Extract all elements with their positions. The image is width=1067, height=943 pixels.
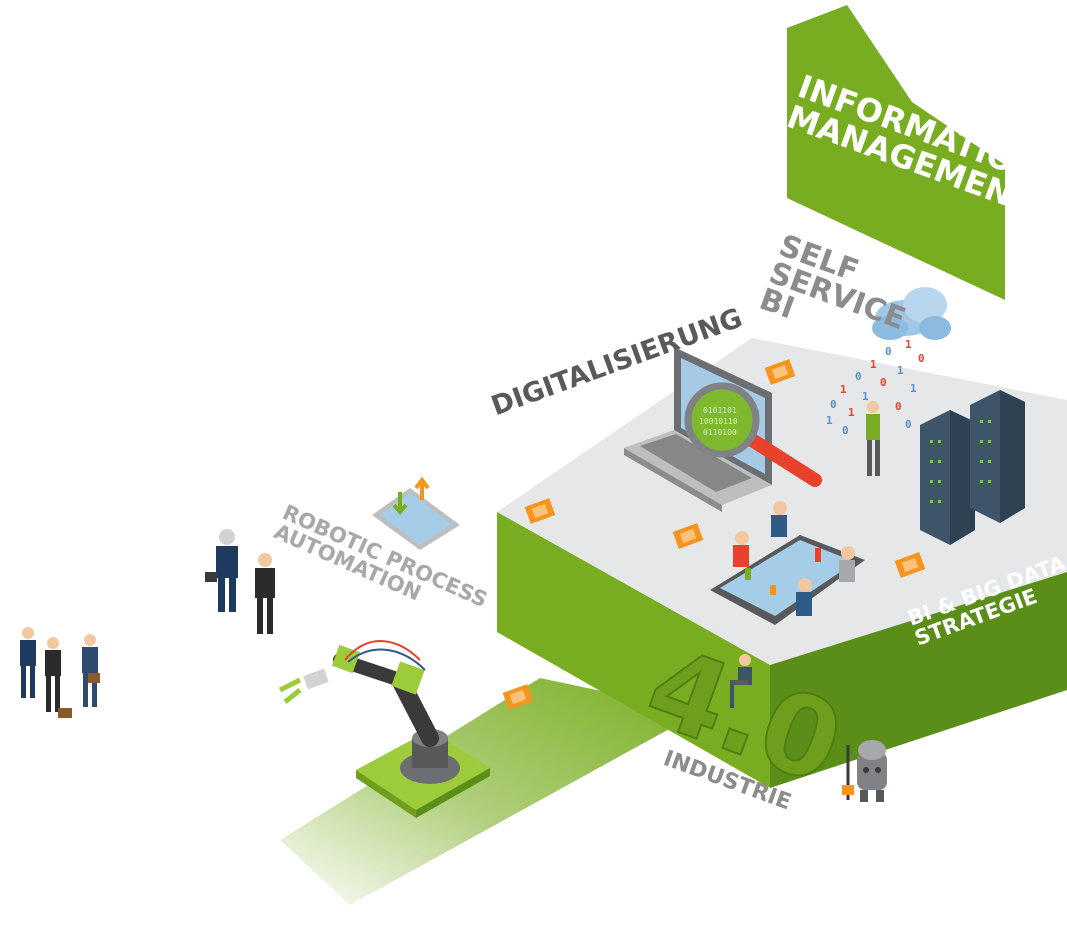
meeting-table-icon xyxy=(710,501,865,625)
chip-icon xyxy=(672,523,704,549)
server-rack-icon xyxy=(970,390,1025,523)
svg-text:0110100: 0110100 xyxy=(703,428,737,437)
person-icon xyxy=(730,654,752,708)
robot-arm-icon xyxy=(278,640,490,818)
svg-text:0: 0 xyxy=(830,398,837,411)
svg-text:0: 0 xyxy=(918,352,925,365)
platform-left-face xyxy=(497,512,770,788)
chip-icon xyxy=(764,359,796,385)
platform-right-face xyxy=(770,572,1067,788)
server-rack-icon xyxy=(920,410,975,545)
svg-text:0: 0 xyxy=(880,376,887,389)
svg-text:10010110: 10010110 xyxy=(699,417,738,426)
svg-text:1: 1 xyxy=(862,390,869,403)
business-people-icon xyxy=(20,627,100,718)
svg-text:1: 1 xyxy=(897,364,904,377)
data-rain: 1 0 0 1 1 0 0 1 1 1 0 0 1 1 0 0 xyxy=(826,338,925,437)
svg-text:1: 1 xyxy=(870,358,877,371)
green-path xyxy=(280,678,700,905)
svg-text:0: 0 xyxy=(855,370,862,383)
humanoid-robot-icon xyxy=(205,529,238,612)
svg-text:1: 1 xyxy=(910,382,917,395)
chip-icon xyxy=(502,684,534,710)
person-icon xyxy=(866,401,880,476)
svg-text:0: 0 xyxy=(905,418,912,431)
svg-text:1: 1 xyxy=(905,338,912,351)
svg-text:1: 1 xyxy=(840,383,847,396)
svg-text:0: 0 xyxy=(885,345,892,358)
svg-text:0: 0 xyxy=(895,400,902,413)
chip-icon xyxy=(524,498,556,524)
chip-icon xyxy=(894,552,926,578)
cloud-icon xyxy=(872,287,951,340)
svg-text:1: 1 xyxy=(848,406,855,419)
information-management-banner xyxy=(787,5,1005,300)
svg-text:1: 1 xyxy=(826,414,833,427)
svg-text:0101101: 0101101 xyxy=(703,406,737,415)
tablet-icon xyxy=(372,476,460,550)
magnifier-icon: 0101101 10010110 0110100 xyxy=(684,382,822,487)
robot-icon xyxy=(842,740,887,802)
person-icon xyxy=(255,553,275,634)
svg-text:0: 0 xyxy=(842,424,849,437)
